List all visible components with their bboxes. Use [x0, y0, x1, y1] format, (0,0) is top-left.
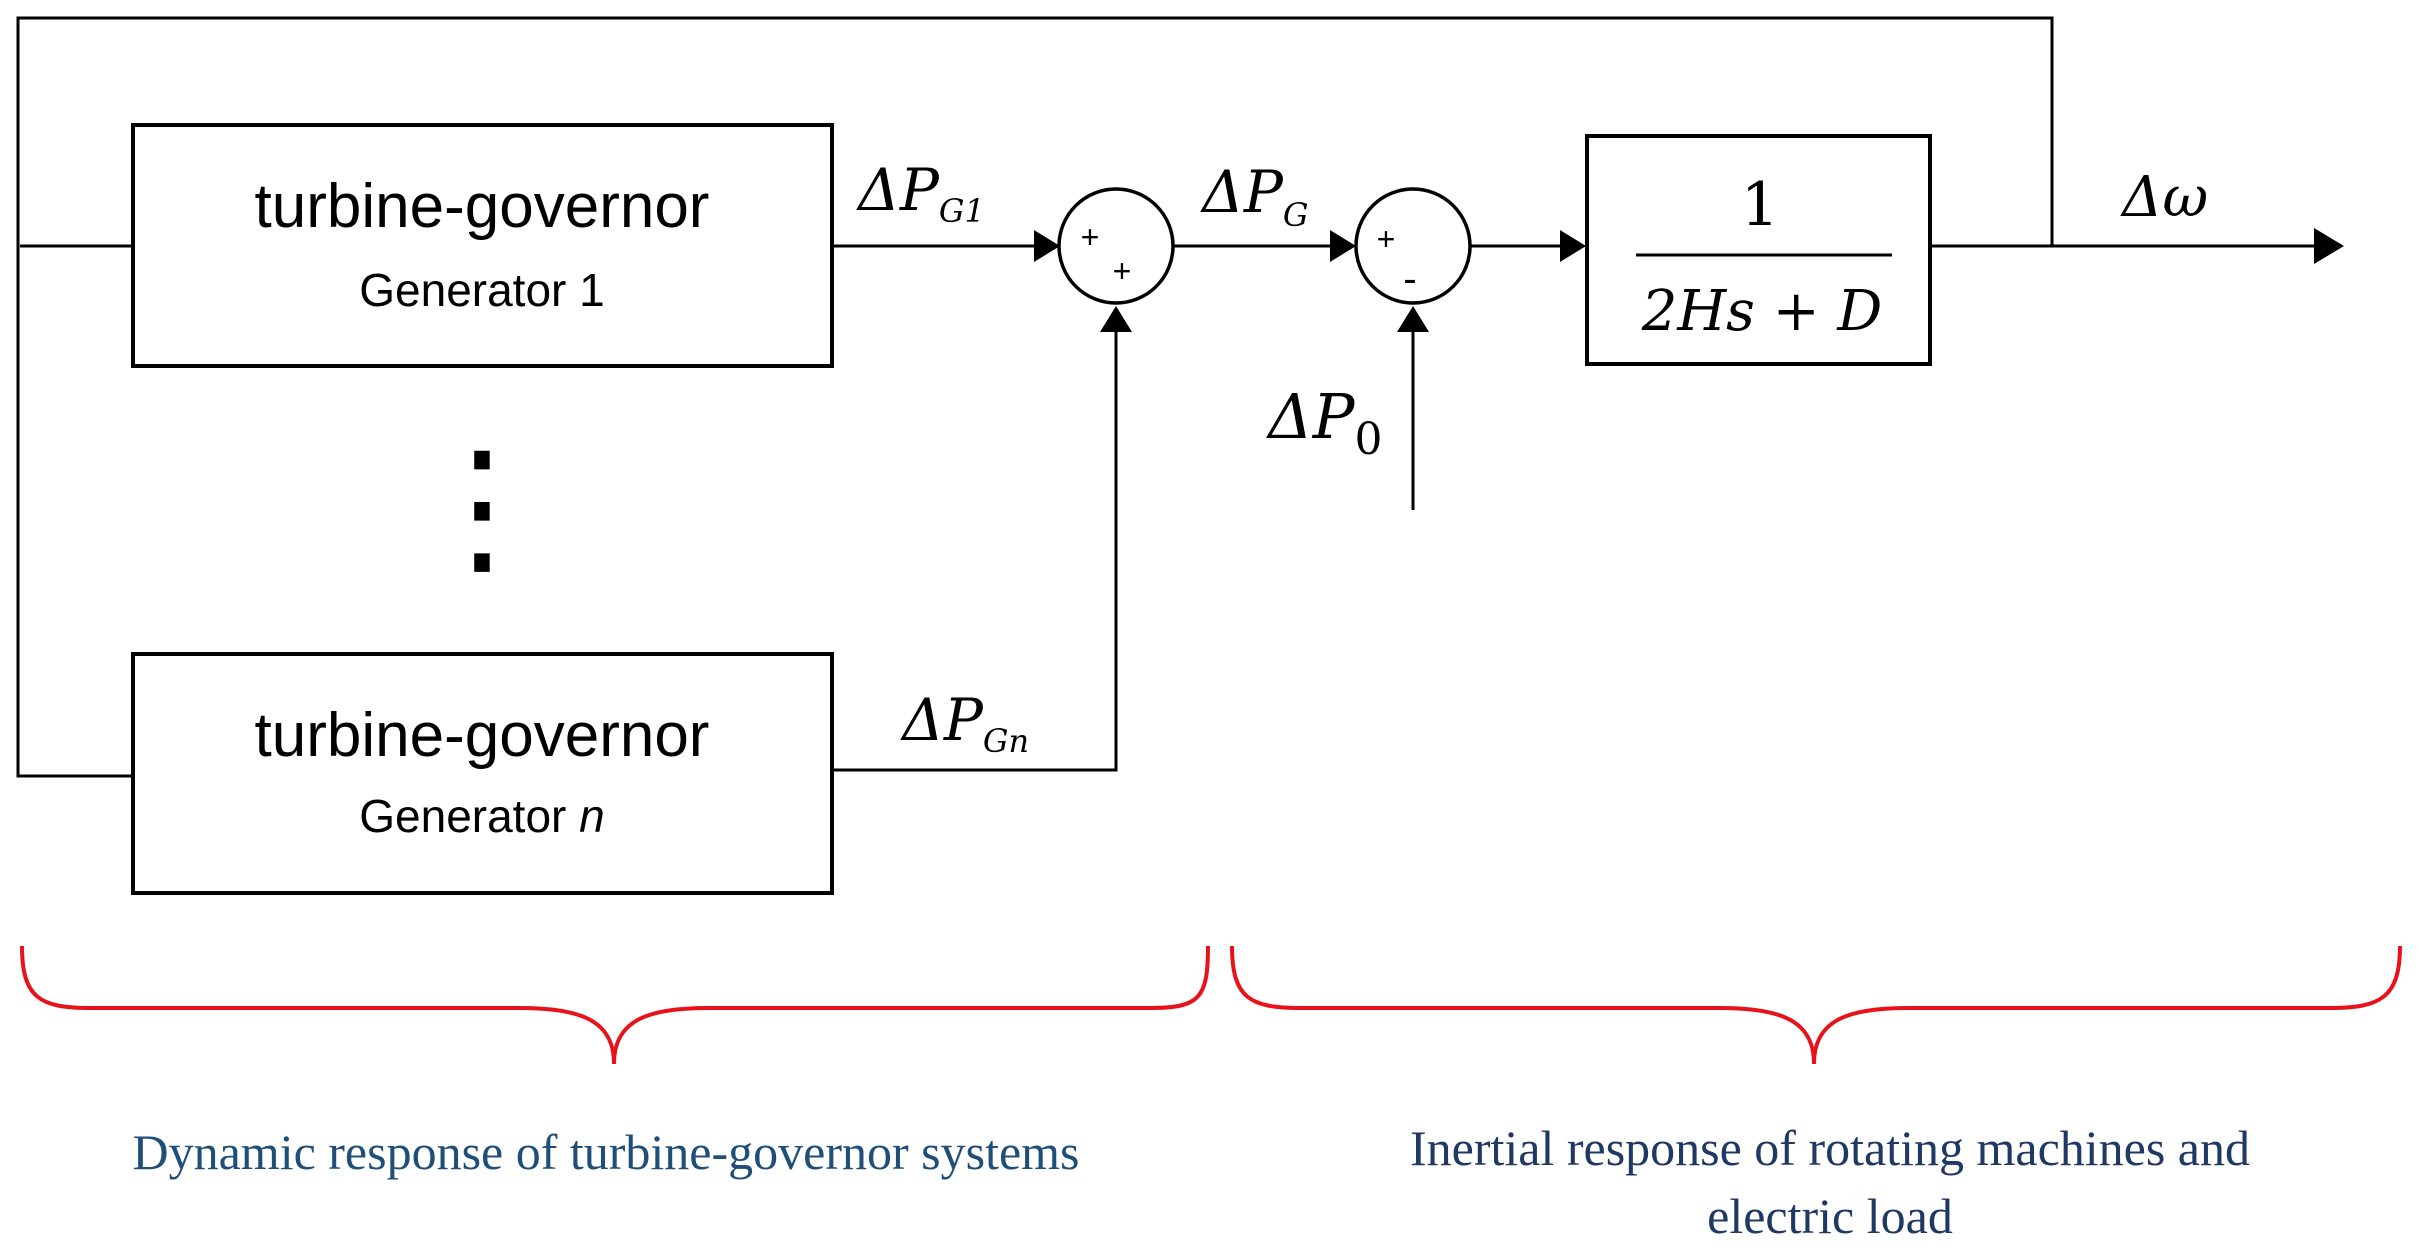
label-delta-pgn: ΔPGn [900, 686, 1029, 760]
sum-junction-2: + - [1354, 187, 1472, 305]
sum-2-bottom-sign: - [1403, 257, 1416, 301]
arrow-output [2314, 228, 2344, 264]
brace-left [20, 945, 1210, 1065]
generator-1-subtitle: Generator 1 [359, 264, 605, 316]
brace-right [1230, 945, 2402, 1065]
sum-1-bottom-sign: + [1113, 253, 1132, 289]
transfer-function-block: 1 2Hs + D [1585, 134, 1932, 366]
label-delta-p0: ΔP0 [1266, 380, 1383, 465]
arrow-into-sum-2-bottom [1397, 306, 1429, 332]
feedback-wire [16, 16, 2054, 778]
generator-n-block: turbine-governor Generator n [131, 652, 834, 895]
arrow-into-sum-2 [1330, 230, 1356, 262]
sum-2-left-sign: + [1377, 221, 1396, 257]
caption-inertial-line-2: electric load [1707, 1188, 1953, 1244]
generator-n-title: turbine-governor [255, 701, 710, 770]
label-delta-pg1: ΔPG1 [856, 156, 985, 230]
generator-1-block: turbine-governor Generator 1 [131, 123, 834, 368]
wire-pgn [832, 330, 1118, 772]
generator-n-subtitle: Generator n [359, 790, 605, 842]
generator-1-title: turbine-governor [255, 172, 710, 241]
sum-1-top-sign: + [1081, 219, 1100, 255]
caption-inertial-line-1: Inertial response of rotating machines a… [1410, 1120, 2250, 1176]
tf-denominator: 2Hs + D [1641, 279, 1883, 344]
generator-ellipsis: ⋮ [407, 422, 557, 590]
arrow-into-transfer-function [1560, 230, 1586, 262]
sum-junction-1: + + [1057, 187, 1175, 305]
label-delta-pg: ΔPG [1200, 158, 1308, 234]
caption-turbine-governor: Dynamic response of turbine-governor sys… [133, 1124, 1080, 1180]
label-delta-omega: Δω [2120, 165, 2208, 230]
tf-numerator: 1 [1741, 170, 1779, 240]
arrow-into-sum-1-bottom [1100, 306, 1132, 332]
arrow-into-sum-1 [1034, 230, 1060, 262]
